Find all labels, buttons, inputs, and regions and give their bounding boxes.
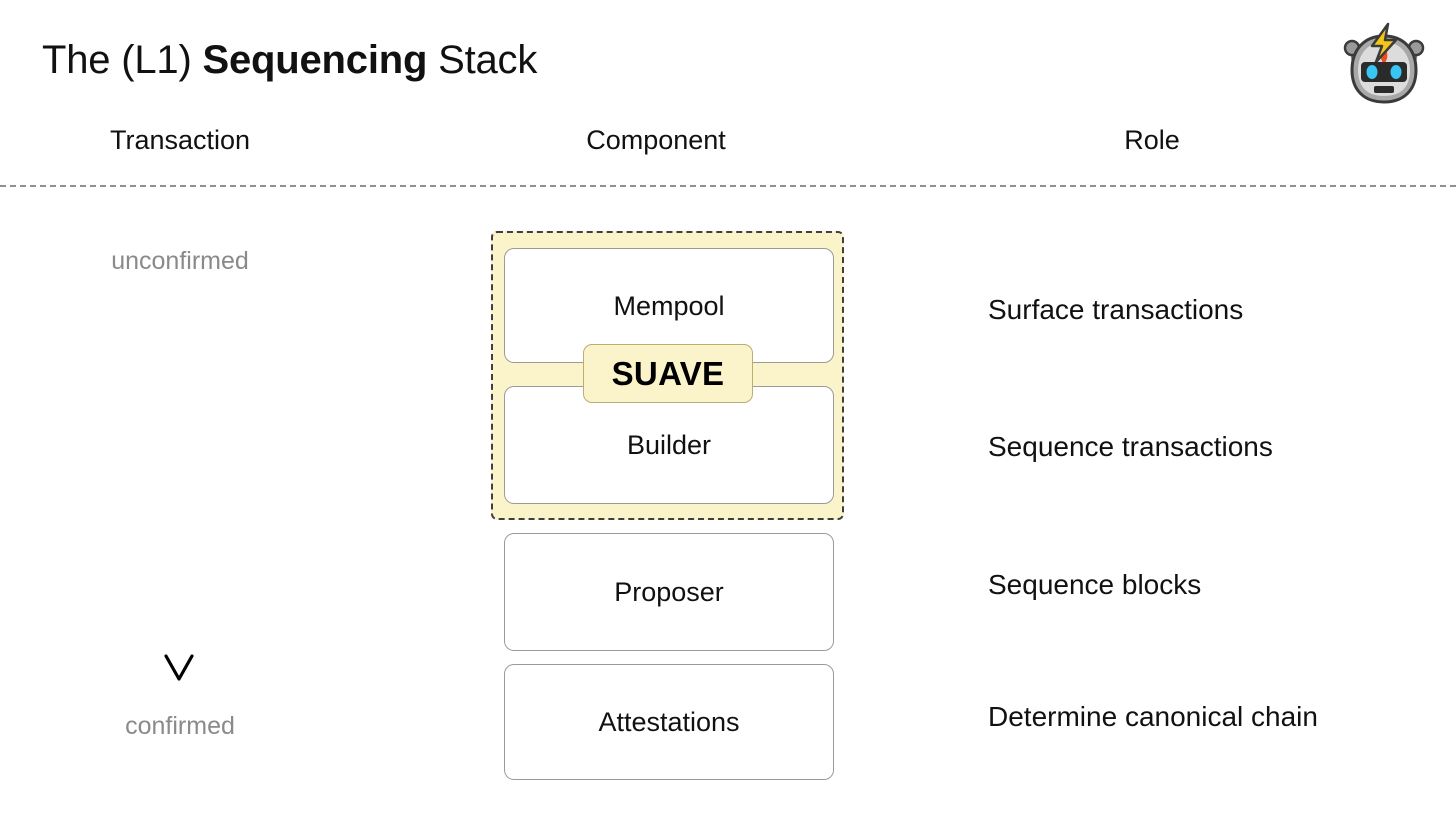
component-label: Attestations [598, 707, 740, 737]
column-header-transaction: Transaction [109, 125, 251, 155]
column-header-component: Component [586, 125, 726, 155]
component-box-proposer[interactable]: Proposer [504, 533, 834, 651]
robot-logo-icon [1338, 18, 1430, 110]
role-text-mempool: Surface transactions [988, 294, 1244, 325]
component-label: Builder [626, 430, 712, 460]
role-text-proposer: Sequence blocks [988, 569, 1202, 600]
suave-badge[interactable]: SUAVE [583, 344, 753, 403]
component-box-attestations[interactable]: Attestations [504, 664, 834, 780]
header-divider [0, 185, 1456, 187]
flow-label-confirmed: confirmed [125, 712, 235, 740]
title-suffix: Stack [427, 38, 538, 82]
component-box-mempool[interactable]: Mempool [504, 248, 834, 363]
suave-badge-label: SUAVE [611, 354, 725, 392]
component-box-builder[interactable]: Builder [504, 386, 834, 504]
flow-arrow-down-icon [148, 288, 210, 688]
component-label: Proposer [614, 577, 724, 607]
role-text-attestations: Determine canonical chain [988, 701, 1318, 732]
title-emphasis: Sequencing [202, 38, 428, 82]
column-header-role: Role [1124, 125, 1180, 155]
component-label: Mempool [613, 290, 725, 321]
flow-label-unconfirmed: unconfirmed [111, 247, 249, 275]
page-title: The (L1) Sequencing Stack [42, 36, 537, 84]
title-prefix: The (L1) [42, 38, 203, 82]
role-text-builder: Sequence transactions [988, 431, 1273, 462]
